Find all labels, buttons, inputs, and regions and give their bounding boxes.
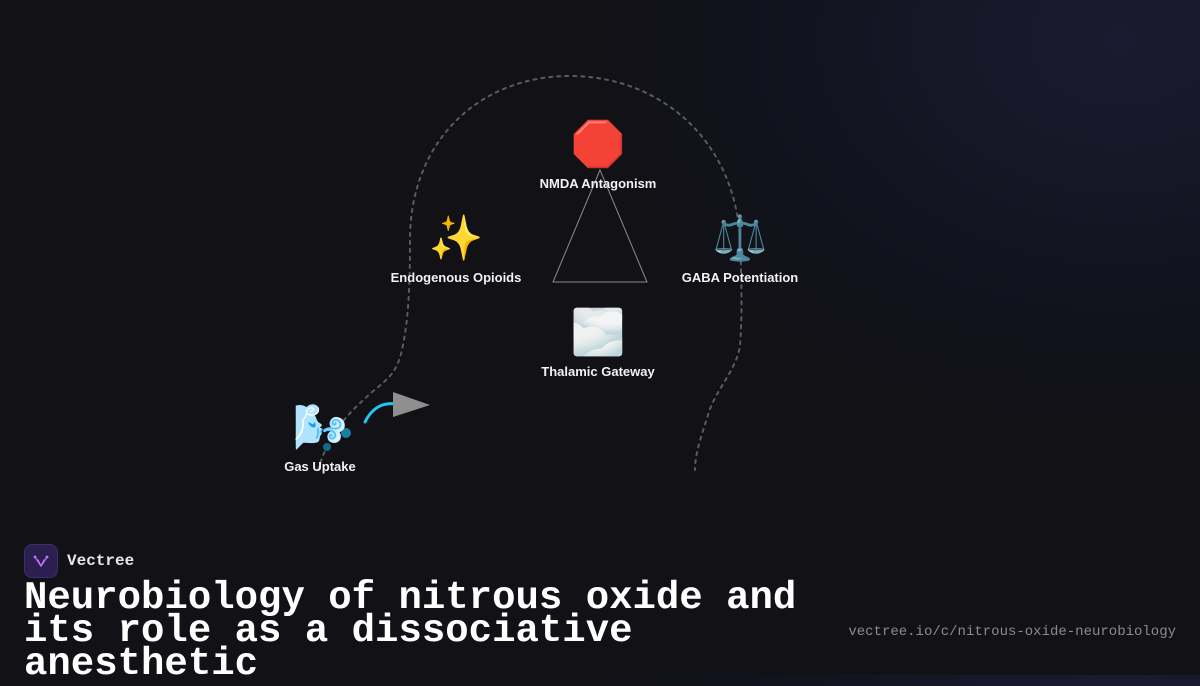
gas-dot xyxy=(323,443,331,451)
fog-icon: 🌫️ xyxy=(570,307,626,358)
gas-dot xyxy=(341,428,351,438)
node-label: NMDA Antagonism xyxy=(539,176,657,191)
node-label: Thalamic Gateway xyxy=(541,364,655,379)
balance-scale-icon: ⚖️ xyxy=(712,213,768,264)
uptake-arrowhead xyxy=(393,392,430,417)
stop-sign-icon: 🛑 xyxy=(570,119,626,170)
node-gas-uptake: 🌬️ Gas Uptake xyxy=(220,402,420,475)
node-endogenous-opioids: ✨ Endogenous Opioids xyxy=(356,213,556,286)
brand-name: Vectree xyxy=(67,552,135,570)
sparkles-icon: ✨ xyxy=(428,213,484,264)
wind-icon: 🌬️ xyxy=(292,402,348,453)
vectree-logo-icon xyxy=(24,544,58,578)
mechanism-triangle xyxy=(552,168,648,283)
node-gaba-potentiation: ⚖️ GABA Potentiation xyxy=(640,213,840,286)
page-title: Neurobiology of nitrous oxide and its ro… xyxy=(24,576,797,686)
brand[interactable]: Vectree xyxy=(24,544,134,578)
node-label: GABA Potentiation xyxy=(681,270,799,285)
head-outline xyxy=(317,74,743,471)
page-url[interactable]: vectree.io/c/nitrous-oxide-neurobiology xyxy=(848,624,1176,640)
node-thalamic-gateway: 🌫️ Thalamic Gateway xyxy=(498,307,698,380)
node-nmda-antagonism: 🛑 NMDA Antagonism xyxy=(498,119,698,192)
node-label: Endogenous Opioids xyxy=(390,270,522,285)
node-label: Gas Uptake xyxy=(284,459,356,474)
